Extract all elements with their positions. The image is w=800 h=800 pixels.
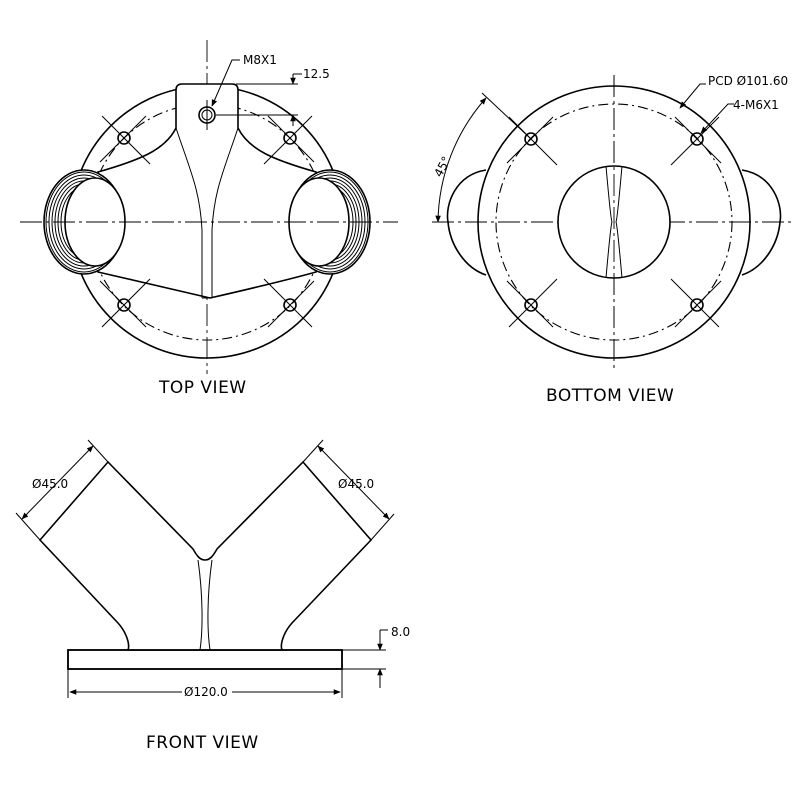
holes-label: 4-M6X1: [733, 98, 779, 112]
bolt-hole: [283, 131, 297, 145]
bolt-hole: [283, 298, 297, 312]
top-web-left: [175, 127, 203, 298]
top-view: M8X1 12.5 TOP VIEW: [20, 40, 398, 398]
m8-leader: [211, 59, 240, 107]
base-diameter-label: Ø120.0: [184, 685, 228, 699]
thickness-label: 8.0: [391, 625, 410, 639]
pcd-label: PCD Ø101.60: [708, 74, 788, 88]
front-y-body: [38, 460, 373, 651]
bottom-bolt-holes: [506, 116, 722, 328]
bolt-hole: [117, 131, 131, 145]
front-view: Ø45.0 Ø45.0 8.0 Ø120.0 FRONT VIEW: [15, 439, 410, 753]
front-view-label: FRONT VIEW: [146, 733, 259, 753]
angle-dimension: [435, 97, 487, 223]
top-view-label: TOP VIEW: [158, 378, 247, 398]
bottom-view-label: BOTTOM VIEW: [546, 386, 674, 406]
offset-label: 12.5: [303, 67, 330, 81]
left-pipe-label: Ø45.0: [32, 477, 68, 491]
top-bolt-holes: [99, 115, 315, 328]
top-web-right: [211, 127, 239, 298]
top-pipe-body: [97, 83, 317, 299]
bottom-view: PCD Ø101.60 4-M6X1 45° BOTTOM VIEW: [431, 74, 795, 406]
bolt-hole: [117, 298, 131, 312]
m8-label: M8X1: [243, 53, 277, 67]
right-pipe-label: Ø45.0: [338, 477, 374, 491]
front-base-plate: [67, 649, 343, 670]
